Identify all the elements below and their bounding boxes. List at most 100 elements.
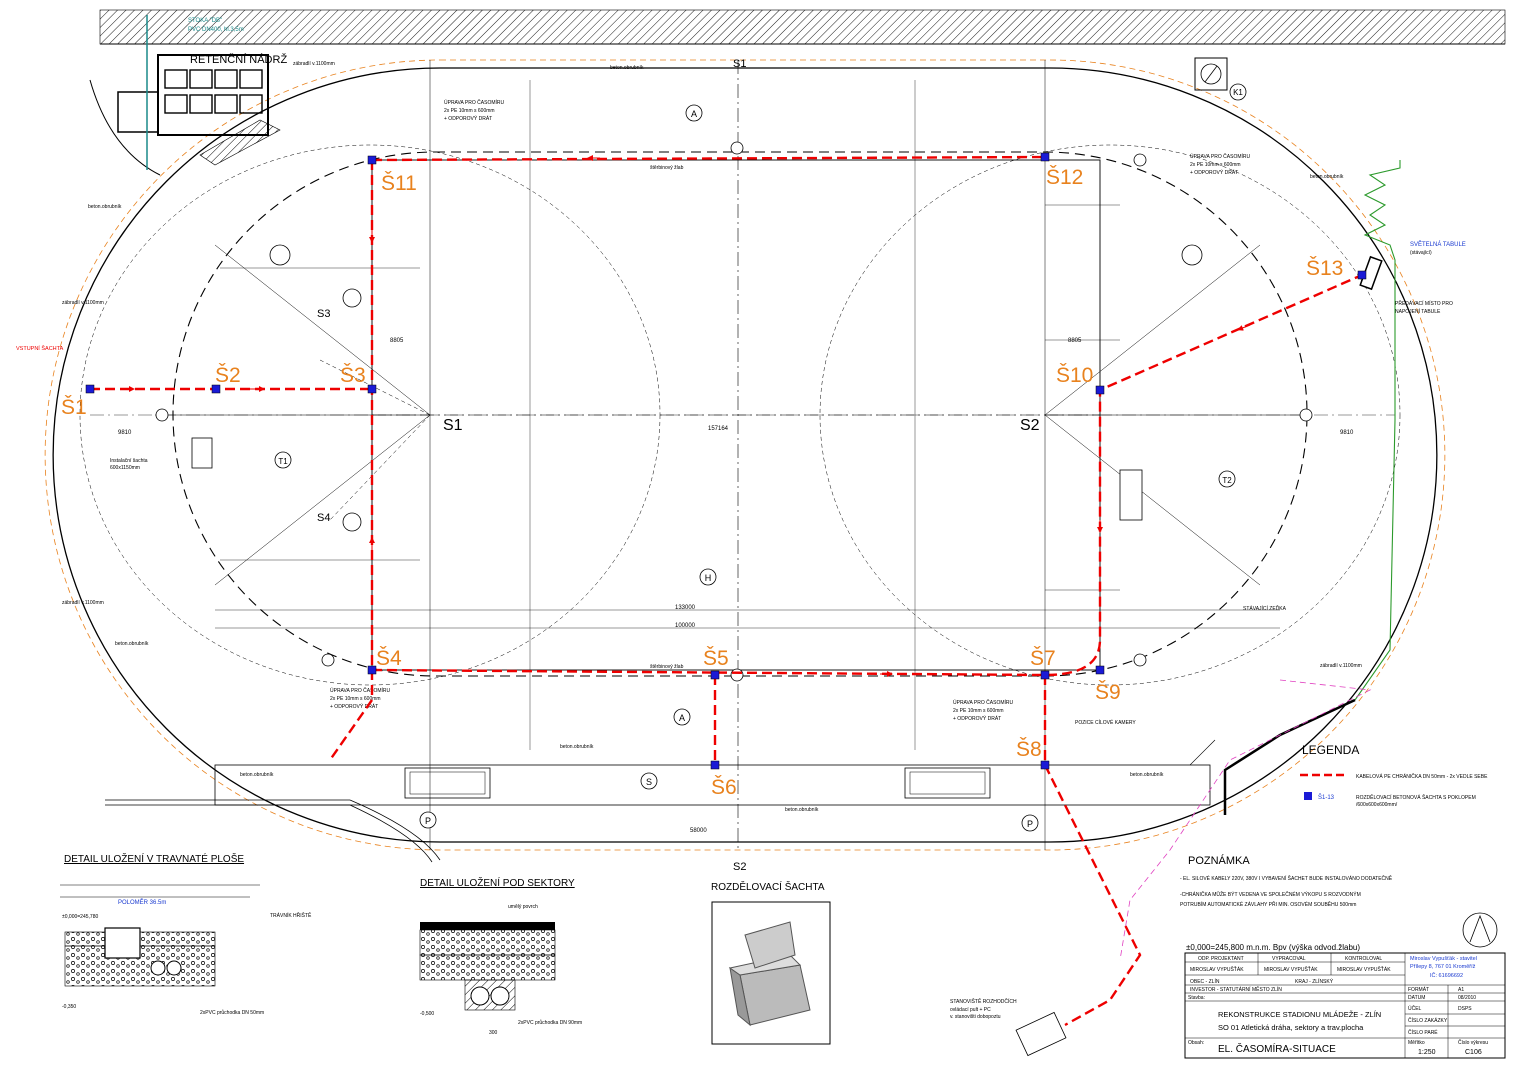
dim-133000: 133000: [675, 605, 696, 611]
upgrade-br-2: 2x PE 10mm s 600mm: [953, 708, 1004, 714]
detail-lawn: TRÁVNÍK HŘIŠTĚ: [270, 911, 312, 919]
outer-track-oval: [52, 67, 1438, 843]
zone-k1: K1: [1233, 88, 1243, 97]
shaft-label-s10: Š10: [1056, 364, 1093, 387]
railing-top: zábradlí v.1100mm: [293, 61, 335, 67]
handover-1: PŘEDÁVACÍ MÍSTO PRO: [1395, 299, 1453, 307]
upgrade-br-3: + ODPOROVÝ DRÁT: [953, 715, 1001, 722]
zone-a-top: A: [691, 109, 697, 119]
dim-8805-left: 8805: [390, 338, 404, 344]
dim-9810-right: 9810: [1340, 430, 1354, 436]
display-label: SVĚTELNÁ TABULE: [1410, 240, 1466, 248]
tb-pare-label: ČÍSLO PARÉ: [1408, 1029, 1438, 1036]
detail-grass-title: DETAIL ULOŽENÍ V TRAVNATÉ PLOŠE: [64, 852, 244, 865]
shaft-label-s13: Š13: [1306, 257, 1343, 280]
tb-drawing: C106: [1465, 1049, 1482, 1056]
existing-fence: STÁVAJÍCÍ ZEĎKA: [1243, 604, 1287, 612]
fence-line: [44, 59, 1446, 851]
north-arrow-icon: [1462, 912, 1498, 948]
railing-left-low: zábradlí v.1100mm: [62, 600, 104, 606]
curb-bottom-right: beton.obrubník: [1130, 772, 1164, 778]
upgrade-top-1: ÚPRAVA PRO ČASOMÍRU: [444, 99, 504, 106]
inner-dashed-oval: [172, 151, 1308, 677]
install-shaft-2: 600x1150mm: [110, 465, 140, 471]
tb-ucel: DSPS: [1458, 1006, 1472, 1012]
upgrade-br-1: ÚPRAVA PRO ČASOMÍRU: [953, 699, 1013, 706]
dim-100000: 100000: [675, 623, 696, 629]
note-line3: POTRUBÍM AUTOMATICKÉ ZÁVLAHY PŘI MIN. OS…: [1180, 900, 1356, 908]
upgrade-top-3: + ODPOROVÝ DRÁT: [444, 115, 492, 122]
tb-obsah: Obsah:: [1188, 1040, 1204, 1046]
tb-elevation: ±0,000=245,800 m.n.m. Bpv (výška odvod.ž…: [1186, 943, 1360, 952]
detail-grass: DETAIL ULOŽENÍ V TRAVNATÉ PLOŠE POLOMĚR …: [60, 852, 312, 1016]
dim-58000: 58000: [690, 828, 707, 834]
shaft-label-s9: Š9: [1095, 681, 1121, 704]
detail-sectors-title: DETAIL ULOŽENÍ POD SEKTORY: [420, 876, 575, 889]
bottom-stand: [105, 739, 1216, 863]
tb-ucel-label: ÚČEL: [1408, 1005, 1422, 1012]
k1-box: K1: [1194, 57, 1247, 101]
note: POZNÁMKA - EL. SILOVÉ KABELY 220V, 380V …: [1180, 854, 1393, 908]
shaft-label-s6: Š6: [711, 776, 737, 799]
legend-shaft-desc-1: ROZDĚLOVACÍ BETONOVÁ ŠACHTA S POKLOPEM: [1356, 793, 1476, 801]
upgrade-right-3: + ODPOROVÝ DRÁT: [1190, 169, 1238, 176]
upgrade-bl-3: + ODPOROVÝ DRÁT: [330, 703, 378, 710]
shaft-label-s11: Š11: [381, 172, 417, 195]
point-s3: S3: [317, 308, 330, 320]
detail-pvc2: 2xPVC průchodka DN 90mm: [518, 1019, 582, 1026]
curb-top: beton.obrubník: [610, 65, 644, 71]
detail-shaft: ROZDĚLOVACÍ ŠACHTA: [711, 880, 831, 1045]
detail-surface: umělý povrch: [508, 904, 538, 910]
tb-col2-head: VYPRACOVAL: [1272, 956, 1306, 962]
shaft-label-s12: Š12: [1046, 166, 1083, 189]
shaft-label-s1: Š1: [61, 396, 87, 419]
tb-col3: MIROSLAV VYPUŠŤÁK: [1337, 965, 1391, 973]
shaft-label-s7: Š7: [1030, 647, 1056, 670]
tb-datum: 08/2010: [1458, 995, 1476, 1001]
detail-level-pos: ±0,000=245,780: [62, 914, 98, 920]
shaft-label-s8: Š8: [1016, 738, 1042, 761]
note-line2: -CHRÁNIČKA MŮŽE BÝT VEDENA VE SPOLEČNÉM …: [1180, 890, 1361, 898]
handover-2: NAPOJENÍ TABULE: [1395, 308, 1441, 315]
zone-h: H: [705, 573, 712, 583]
legend-cable: KABELOVÁ PE CHRÁNIČKA DN 50mm - 2x VEDLE…: [1356, 773, 1488, 780]
detail-radius: POLOMĚR 36.5m: [118, 898, 166, 906]
zone-t2: T2: [1222, 476, 1232, 485]
section-s1: S1: [733, 58, 746, 70]
top-boundary: [99, 9, 1506, 45]
tb-col1: MIROSLAV VYPUŠŤÁK: [1190, 965, 1244, 973]
curb-bottom-2: beton.obrubník: [785, 807, 819, 813]
upgrade-right-2: 2x PE 10mm s 600mm: [1190, 162, 1241, 168]
detail-level-neg: -0,350: [62, 1004, 76, 1010]
note-line1: - EL. SILOVÉ KABELY 220V, 380V I VYBAVEN…: [1180, 874, 1393, 882]
entry-shaft: VSTUPNÍ ŠACHTA: [16, 345, 64, 352]
zone-s: S: [646, 777, 652, 787]
cable-route: [90, 155, 1363, 1027]
tb-col2: MIROSLAV VYPUŠŤÁK: [1264, 965, 1318, 973]
shaft-labels: Š1 Š13 Š2 Š3 Š4 Š5 Š6 Š7 Š8 Š9 Š10 Š11 Š…: [61, 166, 1343, 799]
curb-bottom-mid: beton.obrubník: [560, 744, 594, 750]
tb-format: A1: [1458, 987, 1464, 993]
railing-left: zábradlí v.1100mm: [62, 300, 104, 306]
zone-markers: A A H T1 T2 S P P: [274, 104, 1236, 832]
property-boundary: [1119, 679, 1372, 961]
shaft-label-s4: Š4: [376, 647, 402, 670]
tb-scale-label: Měřítko: [1408, 1040, 1425, 1046]
tb-company2: Přílepy 8, 767 01 Kroměříž: [1410, 964, 1476, 970]
manholes: [155, 141, 1313, 682]
control-3: v. stanovišti dobopoztu: [950, 1014, 1001, 1020]
tb-format-label: FORMÁT: [1408, 986, 1429, 993]
detail-shaft-title: ROZDĚLOVACÍ ŠACHTA: [711, 880, 825, 893]
legend-title: LEGENDA: [1302, 743, 1359, 757]
retention-tank-label: RETENČNÍ NÁDRŽ: [190, 53, 287, 66]
display-sub: (stávající): [1410, 250, 1432, 256]
drain-top: štěrbinový žlab: [650, 165, 684, 171]
tb-project1: REKONSTRUKCE STADIONU MLÁDEŽE - ZLÍN: [1218, 1010, 1381, 1019]
dim-8805-right: 8805: [1068, 338, 1082, 344]
detail-dim-300: 300: [489, 1030, 498, 1036]
tb-scale: 1:250: [1418, 1049, 1436, 1056]
tb-investor: INVESTOR - STATUTÁRNÍ MĚSTO ZLÍN: [1190, 985, 1282, 993]
curb-bottom: beton.obrubník: [240, 772, 274, 778]
legend-shaft-swatch: [1304, 792, 1312, 800]
